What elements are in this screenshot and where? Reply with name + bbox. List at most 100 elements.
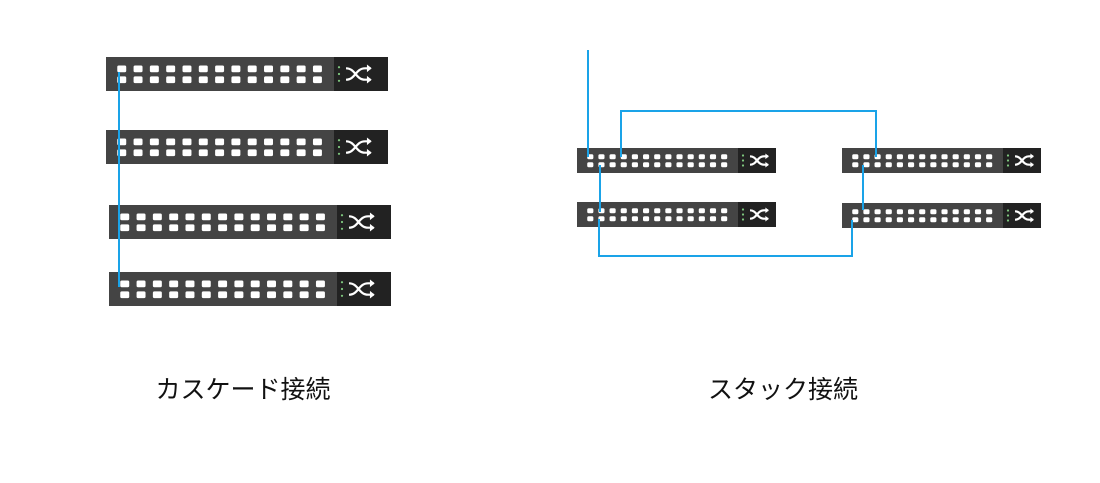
port xyxy=(264,149,273,157)
port xyxy=(185,291,195,299)
port xyxy=(986,162,993,168)
port xyxy=(852,162,859,168)
port xyxy=(952,154,959,160)
port xyxy=(250,280,260,288)
port xyxy=(218,291,228,299)
port xyxy=(267,213,276,221)
shuffle-icon xyxy=(749,153,769,168)
port xyxy=(643,216,650,222)
port xyxy=(885,209,892,215)
switch-body xyxy=(109,205,337,239)
port xyxy=(234,224,244,232)
port xyxy=(120,280,130,288)
port xyxy=(721,154,728,160)
port xyxy=(234,280,244,288)
port xyxy=(231,138,241,146)
port xyxy=(182,76,192,84)
port xyxy=(609,154,616,160)
port xyxy=(247,138,257,146)
port xyxy=(201,291,211,299)
port xyxy=(963,162,970,168)
port xyxy=(198,149,208,157)
port xyxy=(234,291,244,299)
port xyxy=(215,65,225,73)
port xyxy=(687,154,694,160)
port xyxy=(215,149,225,157)
port xyxy=(598,154,605,160)
port xyxy=(149,76,159,84)
led-indicator xyxy=(1006,159,1010,162)
led-indicator xyxy=(741,164,745,167)
port xyxy=(941,209,948,215)
port xyxy=(885,217,892,223)
port xyxy=(885,154,892,160)
port xyxy=(267,280,276,288)
port xyxy=(963,217,970,223)
shuffle-icon xyxy=(1014,208,1034,223)
port xyxy=(665,208,672,214)
port xyxy=(986,217,993,223)
switch-panel xyxy=(337,272,391,306)
port xyxy=(863,154,870,160)
port xyxy=(665,154,672,160)
cascade-label: カスケード接続 xyxy=(155,375,331,404)
port xyxy=(930,162,937,168)
port xyxy=(587,208,594,214)
port xyxy=(250,213,260,221)
shuffle-icon xyxy=(345,64,372,84)
port xyxy=(896,209,903,215)
port xyxy=(120,224,130,232)
led-indicator xyxy=(741,154,745,157)
port xyxy=(908,209,915,215)
port xyxy=(201,224,211,232)
port xyxy=(250,224,260,232)
port xyxy=(974,209,982,215)
port xyxy=(620,154,627,160)
led-indicator xyxy=(1006,154,1010,157)
switch-body xyxy=(842,203,1003,228)
port xyxy=(709,216,717,222)
port xyxy=(687,208,694,214)
port xyxy=(698,154,705,160)
shuffle-icon xyxy=(749,207,769,222)
port xyxy=(863,162,870,168)
port xyxy=(963,209,970,215)
port xyxy=(267,291,276,299)
port xyxy=(676,162,683,168)
port xyxy=(863,217,870,223)
port xyxy=(930,154,937,160)
led-indicator xyxy=(340,281,344,284)
port xyxy=(709,154,717,160)
port xyxy=(919,209,926,215)
led-indicator xyxy=(337,139,341,142)
stack-switch xyxy=(577,148,776,173)
port xyxy=(267,224,276,232)
port xyxy=(852,209,859,215)
port xyxy=(620,162,627,168)
stack-switch xyxy=(842,148,1041,173)
port xyxy=(280,65,290,73)
port xyxy=(166,76,176,84)
port xyxy=(133,65,143,73)
port xyxy=(315,213,325,221)
port xyxy=(166,149,176,157)
led-indicator xyxy=(337,79,341,82)
port xyxy=(631,154,638,160)
port xyxy=(863,209,870,215)
port xyxy=(609,208,616,214)
port xyxy=(215,138,225,146)
port xyxy=(930,217,937,223)
switch-body xyxy=(106,130,334,164)
port xyxy=(280,76,290,84)
port xyxy=(198,76,208,84)
port xyxy=(218,280,228,288)
led-indicator xyxy=(741,213,745,216)
cascade-switch xyxy=(106,130,388,164)
cascade-switch xyxy=(106,57,388,91)
led-indicator xyxy=(1006,219,1010,222)
port xyxy=(120,213,130,221)
switch-body xyxy=(577,148,738,173)
port xyxy=(283,291,293,299)
port xyxy=(721,216,728,222)
